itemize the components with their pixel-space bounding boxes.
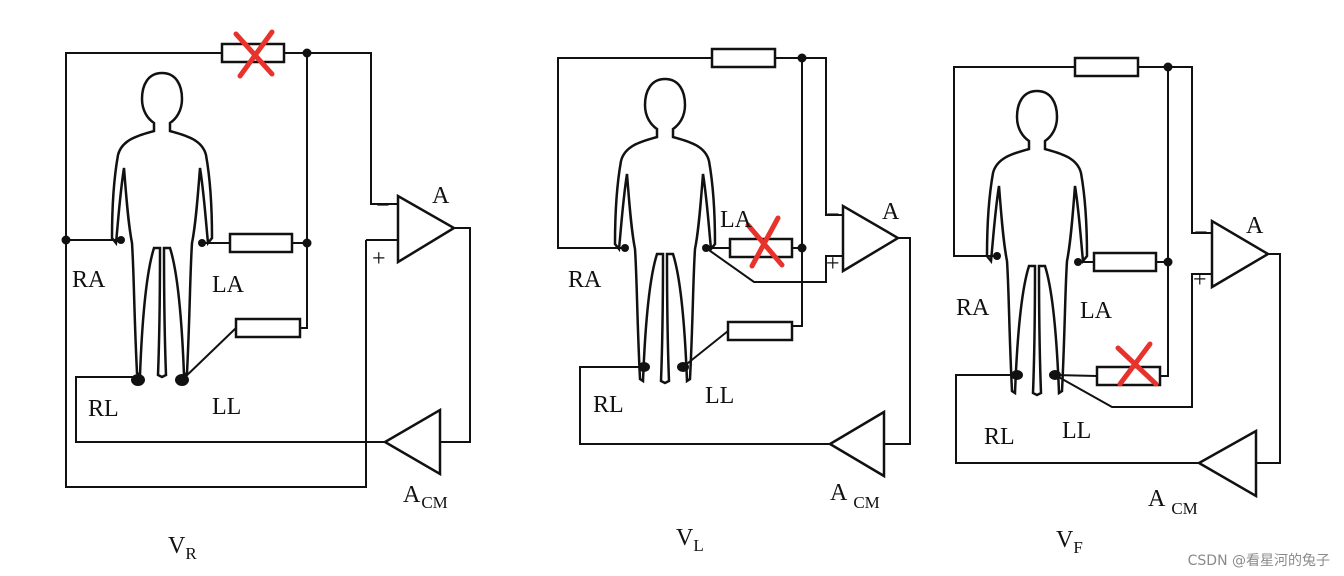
human-body-icon <box>985 89 1089 397</box>
label-ll: LL <box>705 383 734 409</box>
panel-vr: RA LA RL LL A − + ACM VR <box>61 29 471 563</box>
label-rl: RL <box>88 396 119 422</box>
label-minus: − <box>376 193 390 219</box>
label-minus: − <box>1194 220 1208 246</box>
resistor-la <box>1092 251 1158 273</box>
label-ra: RA <box>72 267 106 293</box>
label-minus: − <box>826 202 840 228</box>
amplifier-a <box>1210 218 1271 290</box>
human-body-icon <box>613 77 717 385</box>
label-ll: LL <box>1062 418 1091 444</box>
label-la: LA <box>1080 298 1113 324</box>
amplifier-acm <box>382 407 442 477</box>
disconnected-cross-icon <box>233 29 275 79</box>
disconnected-cross-icon <box>1115 341 1159 387</box>
amplifier-acm <box>827 409 886 479</box>
label-rl: RL <box>984 424 1015 450</box>
resistor-ll <box>234 317 302 339</box>
resistor-ll <box>726 320 794 342</box>
amplifier-a <box>396 193 457 265</box>
human-body-icon <box>110 71 214 379</box>
resistor-ra <box>1073 56 1140 78</box>
label-la: LA <box>720 207 753 233</box>
label-ra: RA <box>568 267 602 293</box>
label-plus: + <box>826 251 840 277</box>
disconnected-cross-icon <box>745 215 785 269</box>
label-amp: A <box>1246 213 1264 239</box>
label-la: LA <box>212 272 245 298</box>
amplifier-acm <box>1196 428 1258 499</box>
label-rl: RL <box>593 392 624 418</box>
rl-electrode <box>131 374 145 386</box>
lead-title: VR <box>168 533 197 563</box>
label-amp: A <box>432 183 450 209</box>
watermark: CSDN @看星河的兔子 <box>1187 553 1330 569</box>
amplifier-a <box>841 203 901 274</box>
label-plus: + <box>1193 267 1207 293</box>
label-plus: + <box>372 246 386 272</box>
lead-title: VL <box>676 525 704 555</box>
resistor-la <box>228 232 294 254</box>
lead-title: VF <box>1056 527 1083 557</box>
resistor-ra <box>710 47 777 69</box>
label-acm: ACM <box>403 482 448 512</box>
label-ra: RA <box>956 295 990 321</box>
label-ll: LL <box>212 394 241 420</box>
label-amp: A <box>882 199 900 225</box>
